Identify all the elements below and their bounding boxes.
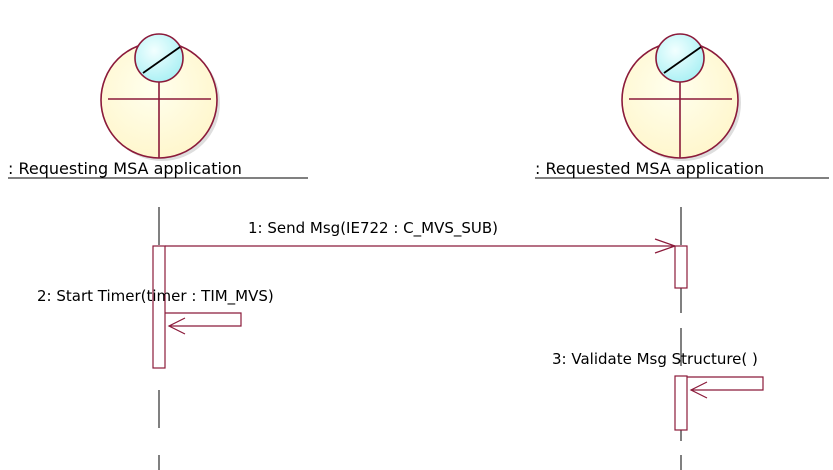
activation-bar-requesting (152, 245, 166, 369)
activation-bar-requested-1 (674, 245, 688, 289)
message-label-1: 1: Send Msg(IE722 : C_MVS_SUB) (248, 219, 498, 238)
activation-bar-requested-2 (674, 375, 688, 431)
message-label-3: 3: Validate Msg Structure( ) (552, 350, 758, 368)
message-arrow-2 (165, 312, 242, 335)
actor-label-requested: : Requested MSA application (535, 159, 764, 178)
message-arrow-1 (165, 238, 677, 254)
actor-label-requesting: : Requesting MSA application (8, 159, 242, 178)
message-label-2: 2: Start Timer(timer : TIM_MVS) (37, 287, 274, 306)
actor-icon-requested (621, 33, 741, 161)
actor-icon-requesting (100, 33, 220, 161)
message-arrow-3 (687, 376, 764, 399)
